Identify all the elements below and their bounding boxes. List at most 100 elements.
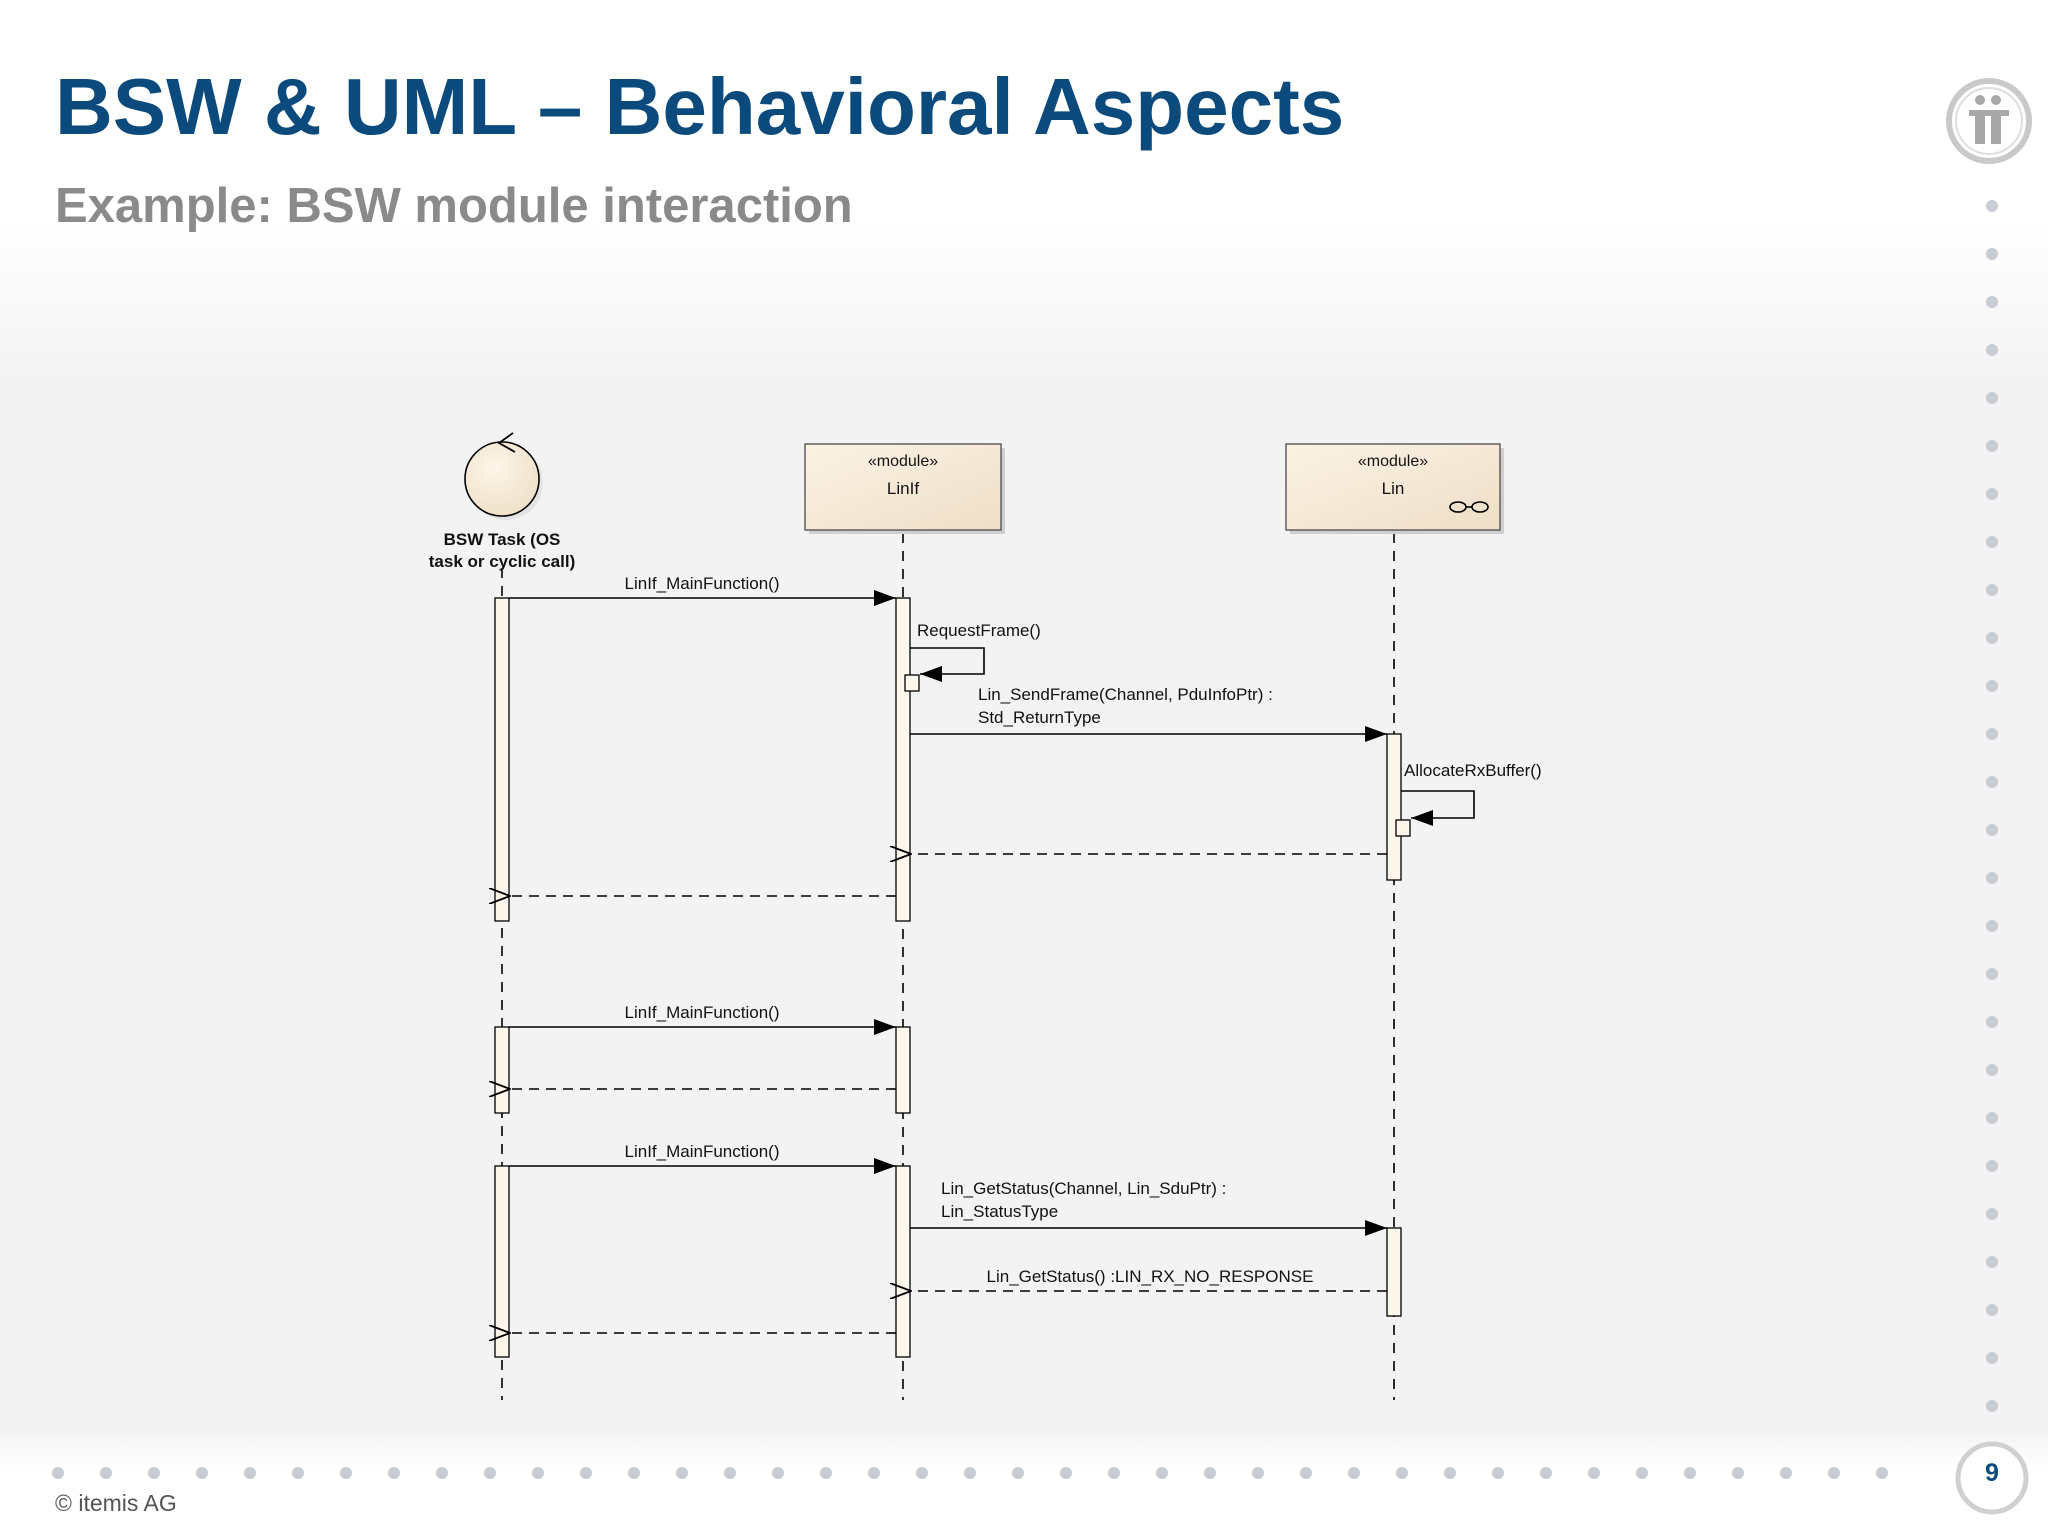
decorative-dot-right [1986,968,1998,980]
decorative-dot-bottom [1636,1467,1648,1479]
decorative-dot-bottom [1204,1467,1216,1479]
activation-bsw-1 [494,597,510,922]
decorative-dot-right [1986,296,1998,308]
activation-bsw-3 [494,1165,510,1358]
decorative-dot-right [1986,728,1998,740]
activation-linif-3 [895,1165,911,1358]
decorative-dot-bottom [724,1467,736,1479]
itemis-logo [1946,78,2032,164]
message-label-11: Lin_GetStatus() :LIN_RX_NO_RESPONSE [987,1267,1314,1286]
decorative-dot-bottom [772,1467,784,1479]
message-label-4: AllocateRxBuffer() [1404,761,1542,780]
decorative-dot-bottom [1012,1467,1024,1479]
activation-bsw-2 [494,1026,510,1114]
message-label-3-line2: Std_ReturnType [978,708,1101,727]
actor-label-line1: BSW Task (OS [444,530,561,549]
message-arrow-2 [910,647,985,682]
module-linif-name: LinIf [887,479,919,498]
slide-title: BSW & UML – Behavioral Aspects [55,62,1345,151]
decorative-dot-right [1986,344,1998,356]
decorative-dot-bottom [1252,1467,1264,1479]
message-label-3-line1: Lin_SendFrame(Channel, PduInfoPtr) : [978,685,1273,704]
message-label-9: LinIf_MainFunction() [625,1142,780,1161]
decorative-dot-right [1986,1352,1998,1364]
actor-label-line2: task or cyclic call) [429,552,575,571]
decorative-dot-bottom [1684,1467,1696,1479]
decorative-dot-bottom [1444,1467,1456,1479]
decorative-dot-bottom [676,1467,688,1479]
decorative-dot-bottom [868,1467,880,1479]
message-label-1: LinIf_MainFunction() [625,574,780,593]
decorative-dot-bottom [1588,1467,1600,1479]
decorative-dot-bottom [52,1467,64,1479]
decorative-dot-right [1986,200,1998,212]
module-lin: «module» Lin [1285,443,1504,534]
module-linif: «module» LinIf [804,443,1005,534]
decorative-dot-right [1986,1064,1998,1076]
message-label-2: RequestFrame() [917,621,1041,640]
decorative-dot-bottom [1876,1467,1888,1479]
decorative-dot-bottom [1540,1467,1552,1479]
decorative-dot-right [1986,824,1998,836]
decorative-dot-right [1986,1304,1998,1316]
page-number: 9 [1985,1459,1999,1487]
decorative-dot-right [1986,536,1998,548]
slide-subtitle: Example: BSW module interaction [55,179,853,233]
decorative-dot-right [1986,1160,1998,1172]
message-arrow-4 [1401,790,1475,826]
decorative-dot-bottom [1060,1467,1072,1479]
decorative-dot-bottom [628,1467,640,1479]
decorative-dot-right [1986,872,1998,884]
message-label-10-line2: Lin_StatusType [941,1202,1058,1221]
decorative-dot-right [1986,1208,1998,1220]
decorative-dot-right [1986,1400,1998,1412]
decorative-dot-bottom [1780,1467,1792,1479]
decorative-dot-bottom [196,1467,208,1479]
decorative-dot-bottom [1156,1467,1168,1479]
decorative-dot-bottom [484,1467,496,1479]
decorative-dot-right [1986,440,1998,452]
decorative-dot-bottom [388,1467,400,1479]
module-linif-stereotype: «module» [868,453,938,470]
activation-linif-2 [895,1026,911,1114]
decorative-dot-bottom [532,1467,544,1479]
decorative-dot-bottom [820,1467,832,1479]
activation-lin-1 [1386,733,1402,881]
message-label-10-line1: Lin_GetStatus(Channel, Lin_SduPtr) : [941,1179,1226,1198]
control-icon [464,432,543,520]
footer-copyright: © itemis AG [55,1490,177,1516]
link-icon [1449,501,1489,513]
decorative-dot-bottom [1828,1467,1840,1479]
decorative-dot-right [1986,1112,1998,1124]
activation-lin-2 [1386,1227,1402,1317]
decorative-dot-bottom [916,1467,928,1479]
decorative-dot-right [1986,488,1998,500]
decorative-dot-bottom [1732,1467,1744,1479]
activation-linif-self [904,674,920,692]
decorative-dot-bottom [1492,1467,1504,1479]
decorative-dot-right [1986,1016,1998,1028]
decorative-dot-right [1986,920,1998,932]
decorative-dot-bottom [340,1467,352,1479]
decorative-dot-bottom [1348,1467,1360,1479]
decorative-dot-right [1986,776,1998,788]
decorative-dot-right [1986,248,1998,260]
decorative-dot-bottom [292,1467,304,1479]
activation-linif-1 [895,597,911,922]
decorative-dot-right [1986,392,1998,404]
module-lin-name: Lin [1382,479,1405,498]
module-lin-stereotype: «module» [1358,453,1428,470]
decorative-dot-right [1986,632,1998,644]
message-label-7: LinIf_MainFunction() [625,1003,780,1022]
decorative-dot-bottom [1300,1467,1312,1479]
page-number-badge [1955,1441,2029,1515]
decorative-dot-bottom [148,1467,160,1479]
decorative-dot-bottom [580,1467,592,1479]
activation-lin-self [1395,819,1411,837]
decorative-dot-bottom [100,1467,112,1479]
decorative-dot-right [1986,1256,1998,1268]
decorative-dot-bottom [1108,1467,1120,1479]
